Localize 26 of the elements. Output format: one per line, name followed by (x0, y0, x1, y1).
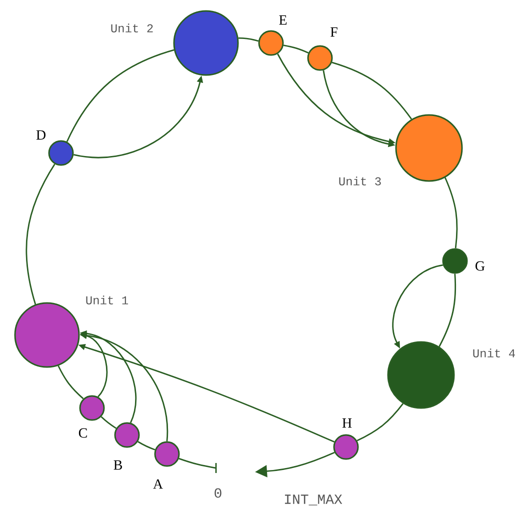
ring-arc (58, 365, 84, 400)
node-label: F (330, 27, 338, 37)
ring-arc (66, 49, 174, 142)
ring-arc (438, 274, 456, 347)
ring-arc (178, 458, 216, 469)
ring-arc (26, 164, 56, 305)
node-label: C (78, 428, 87, 438)
axis-label: 0 (214, 488, 222, 498)
ring-arc (138, 441, 156, 450)
node-label: Unit 1 (86, 296, 128, 304)
node-label: D (36, 130, 46, 140)
ring-arc (238, 37, 259, 42)
node-label: E (279, 15, 287, 25)
ring-arc (332, 62, 412, 120)
ring-arc (356, 403, 404, 442)
node-label: Unit 3 (339, 176, 381, 186)
node-label: A (153, 479, 163, 489)
node-label: Unit 4 (473, 348, 515, 358)
axis-label: INT_MAX (284, 494, 342, 506)
node-label: H (342, 418, 352, 428)
node-label: B (114, 460, 122, 470)
node-label: Unit 2 (111, 24, 153, 32)
node-label: G (476, 261, 485, 271)
ring-arc (100, 416, 117, 429)
ring-arc (283, 44, 309, 54)
ring-arc (444, 177, 458, 248)
